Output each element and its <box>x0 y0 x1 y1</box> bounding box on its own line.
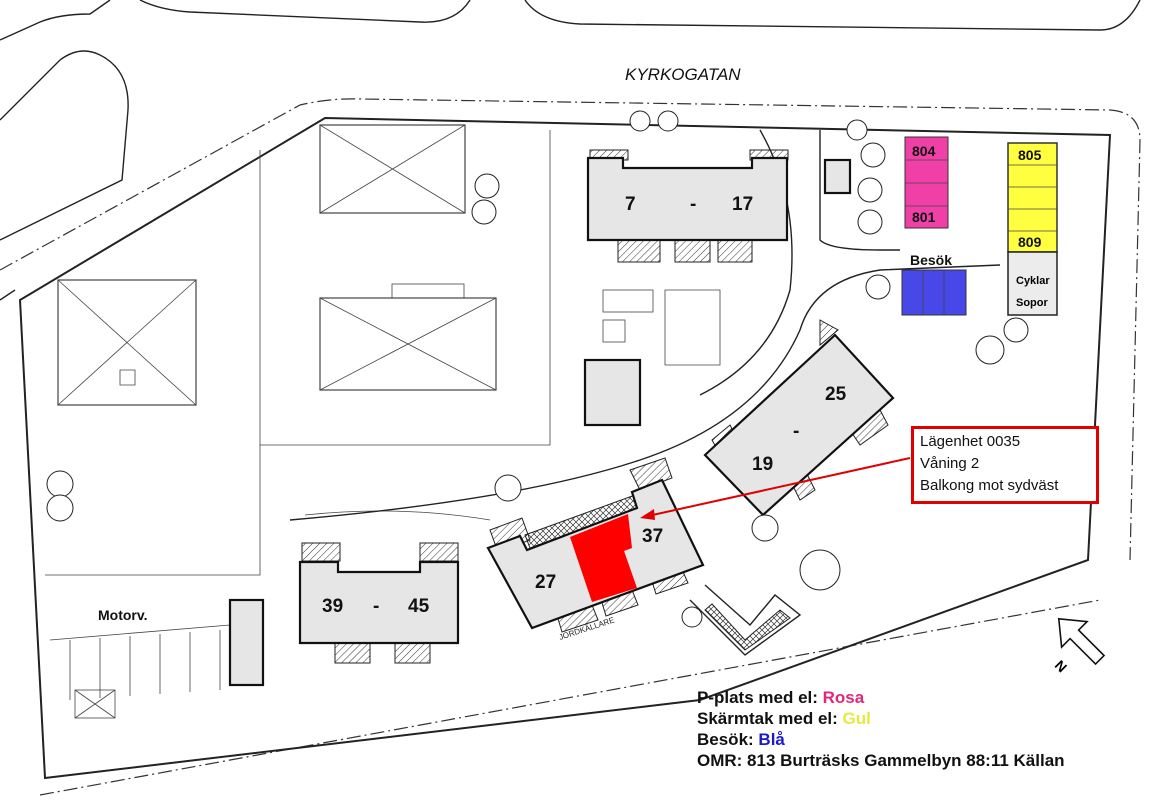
motorv-label: Motorv. <box>98 607 148 623</box>
visitor-parking-label: Besök <box>910 252 952 268</box>
building-separator: - <box>793 421 799 442</box>
old-buildings <box>57 124 497 406</box>
legend: P-plats med el: Rosa Skärmtak med el: Gu… <box>697 687 1065 771</box>
callout-apartment: Lägenhet 0035 <box>920 433 1021 450</box>
building-7-17: 7 - 17 <box>586 149 789 263</box>
street-name-label: KYRKOGATAN <box>625 65 741 84</box>
bikes-label: Cyklar <box>1016 275 1050 287</box>
apartment-callout: Lägenhet 0035 Våning 2 Balkong mot sydvä… <box>911 426 1099 504</box>
north-label: N <box>1052 657 1070 675</box>
building-number: 37 <box>642 526 663 547</box>
yellow-spot-label: 809 <box>1018 234 1042 250</box>
yard-structures <box>583 289 721 427</box>
motor-parking: Motorv. <box>49 598 265 719</box>
building-separator: - <box>690 194 696 215</box>
highlighted-apartment <box>570 514 637 602</box>
yellow-spot-label: 805 <box>1018 147 1042 163</box>
legend-blue-value: Blå <box>758 730 785 749</box>
legend-yellow-value: Gul <box>842 709 871 728</box>
property-boundary <box>18 116 1112 780</box>
north-arrow-icon: N <box>1052 617 1106 675</box>
pink-spot-label: 804 <box>912 143 936 159</box>
building-separator: - <box>373 596 379 617</box>
callout-arrow <box>647 457 911 517</box>
building-number: 39 <box>322 596 343 617</box>
legend-blue: Besök: Blå <box>697 730 785 749</box>
legend-yellow: Skärmtak med el: Gul <box>697 709 871 728</box>
building-number: 45 <box>408 596 430 617</box>
legend-pink-value: Rosa <box>822 688 865 707</box>
legend-pink: P-plats med el: Rosa <box>697 688 865 707</box>
building-number: 17 <box>732 194 753 215</box>
pink-spot-label: 801 <box>912 209 936 225</box>
parking-spots: 804 801 805 809 Cyklar Sopor Besök <box>823 136 1058 316</box>
callout-balcony: Balkong mot sydväst <box>920 477 1059 494</box>
building-number: 27 <box>535 572 556 593</box>
building-number: 7 <box>625 194 636 215</box>
trees <box>46 110 1029 628</box>
building-number: 25 <box>825 384 847 405</box>
building-39-45: 39 - 45 <box>298 542 460 664</box>
building-19-25: 19 - 25 <box>703 319 895 517</box>
building-number: 19 <box>752 454 773 475</box>
callout-floor: Våning 2 <box>920 455 980 472</box>
legend-property: OMR: 813 Burträsks Gammelbyn 88:11 Källa… <box>697 751 1065 770</box>
waste-label: Sopor <box>1016 297 1048 309</box>
